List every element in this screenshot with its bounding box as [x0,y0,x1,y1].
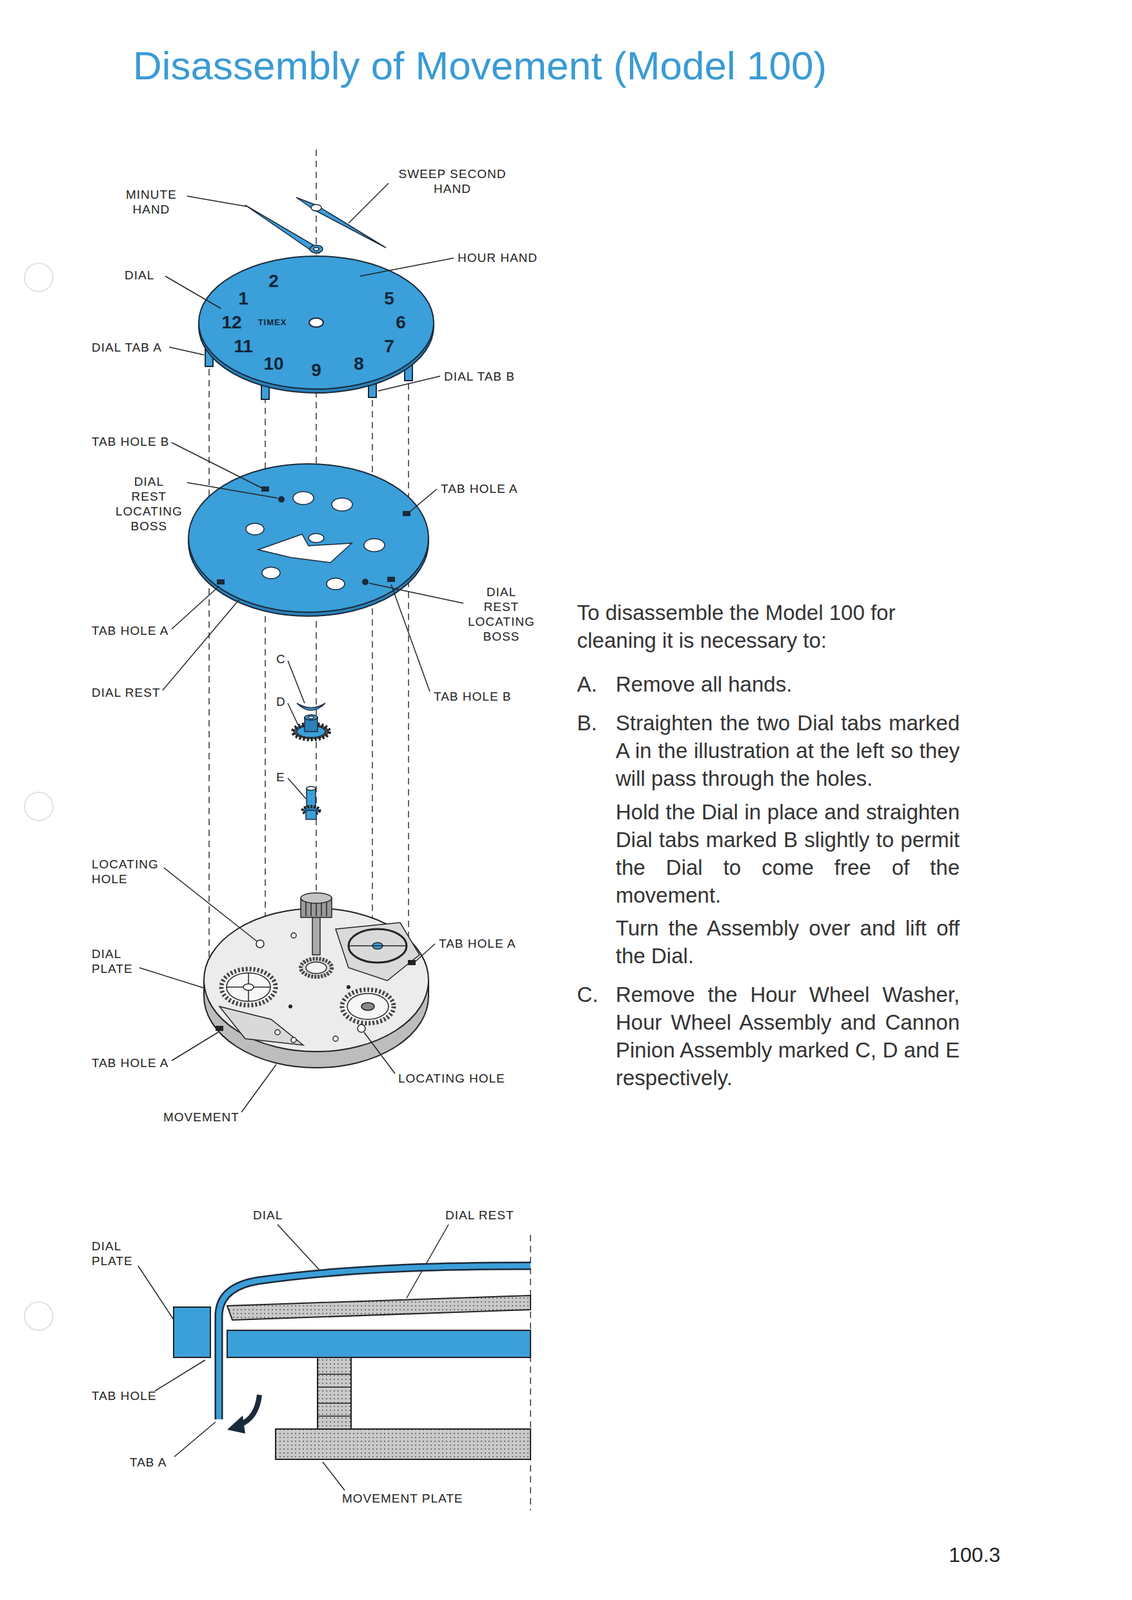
brand-mark: TIMEX [258,318,288,328]
dial-numeral: 2 [268,272,279,291]
part-label: DIAL REST [445,1208,515,1223]
part-label: DIAL REST LOCATING BOSS [467,584,536,645]
movement [203,893,429,1069]
step-body: Remove the Hour Wheel Washer, Hour Wheel… [615,980,960,1092]
wheels [293,703,330,820]
instruction-text: Remove the Hour Wheel Washer, Hour Wheel… [615,980,960,1092]
dial-numeral: 5 [384,289,395,308]
dial-numeral: 1 [238,289,249,308]
instruction-text: To disassemble the Model 100 for cleanin… [576,598,960,655]
dial-numeral: 8 [353,354,364,374]
part-label: TAB HOLE B [433,689,512,705]
dial-numeral: 9 [311,361,322,380]
step-body: Remove all hands. [615,670,960,699]
dial-numeral: 10 [263,354,284,374]
part-label: TAB HOLE [91,1388,157,1404]
leader-lines [138,183,464,1491]
part-label: DIAL TAB B [444,369,516,385]
part-label: DIAL PLATE [91,1239,133,1269]
part-label: TAB HOLE A [438,936,516,952]
instructions: To disassemble the Model 100 for cleanin… [576,598,960,1092]
page-number: 100.3 [948,1543,1001,1567]
part-label: LOCATING HOLE [398,1071,506,1087]
dial-numeral: 7 [384,337,395,356]
instruction-text: Straighten the two Dial tabs marked A in… [615,709,960,793]
step-letter: A. [576,670,616,699]
part-label: D [276,694,286,710]
step-row: A.Remove all hands. [576,670,960,699]
instruction-text: Hold the Dial in place and straighten Di… [615,798,960,910]
part-label: DIAL [124,267,155,283]
part-label: DIAL TAB A [91,340,162,355]
part-label: SWEEP SECOND HAND [391,166,514,197]
part-label: MOVEMENT PLATE [342,1491,464,1507]
page-title: Disassembly of Movement (Model 100) [132,42,827,89]
instruction-text: Turn the Assembly over and lift off the … [615,914,960,971]
dial-numeral: 6 [395,313,406,332]
part-label: MOVEMENT [163,1110,240,1125]
dial-rest [188,464,429,617]
part-label: DIAL [252,1208,283,1223]
part-label: C [276,651,286,667]
part-label: MINUTE HAND [125,187,177,217]
dial [198,256,434,400]
part-label: HOUR HAND [457,250,538,266]
step-letter: C. [576,980,616,1092]
binder-holes [24,263,53,1331]
part-label: TAB HOLE A [91,1055,169,1071]
part-label: LOCATING HOLE [91,857,159,887]
dial-numeral: 12 [221,313,242,332]
part-label: DIAL REST [91,685,161,701]
dial-numeral: 11 [233,337,253,356]
step-letter: B. [576,709,616,971]
instruction-text: Remove all hands. [615,670,960,699]
part-label: E [276,769,286,785]
step-row: B.Straighten the two Dial tabs marked A … [576,709,960,971]
step-body: Straighten the two Dial tabs marked A in… [615,709,960,971]
part-label: TAB HOLE A [91,623,169,639]
part-label: TAB HOLE B [91,434,170,450]
part-label: TAB HOLE A [440,481,518,497]
part-label: DIAL PLATE [91,946,133,977]
part-label: TAB A [129,1455,167,1471]
cross-section [173,1266,531,1460]
part-label: DIAL REST LOCATING BOSS [115,474,183,534]
step-row: C.Remove the Hour Wheel Washer, Hour Whe… [576,980,960,1092]
